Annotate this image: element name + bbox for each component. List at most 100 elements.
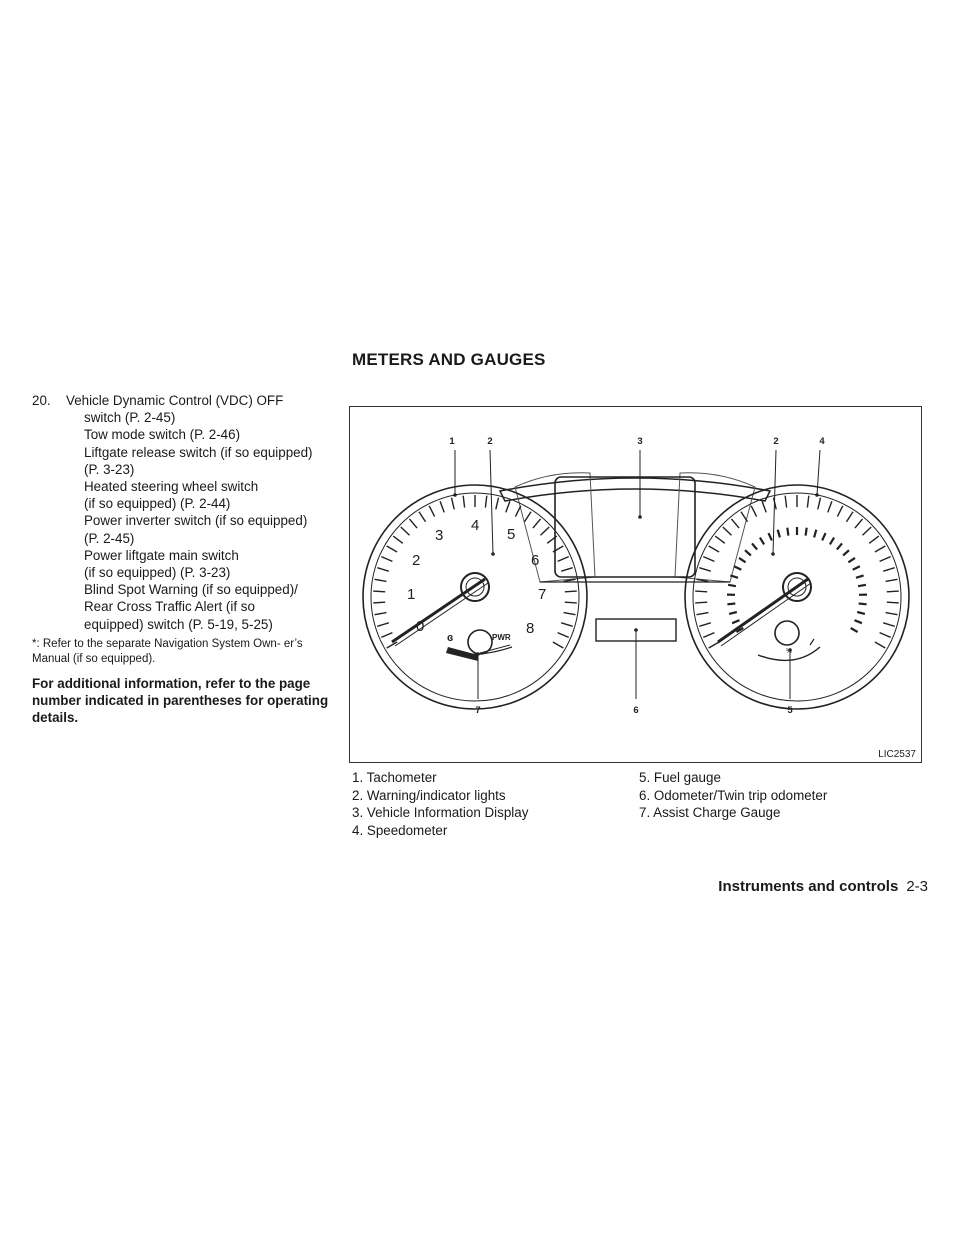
page-footer: Instruments and controls 2-3 [718, 878, 928, 895]
dial-tick [546, 535, 558, 544]
dial-tick [761, 500, 767, 513]
dial-tick [806, 495, 810, 508]
dial-tick [450, 497, 455, 510]
dial-tick [786, 527, 790, 536]
page-number: 2-3 [906, 878, 928, 895]
dial-tick [484, 495, 488, 508]
dial-tick [817, 497, 822, 510]
dial-tick [854, 518, 864, 529]
dial-tick [862, 526, 872, 536]
callout-7: 7 [475, 705, 480, 716]
dial-tick [827, 500, 833, 513]
dial-tick [735, 627, 744, 633]
dial-tick [400, 526, 410, 536]
callout-lines [454, 449, 821, 699]
dial-tick [557, 555, 569, 563]
dial-tick [731, 619, 740, 625]
callout-2b: 2 [773, 436, 778, 447]
item-line: Tow mode switch (P. 2-46) [84, 427, 241, 443]
dial-tick [505, 500, 511, 513]
dial-tick [374, 611, 387, 616]
dial-tick [885, 578, 898, 583]
dial-tick [767, 532, 773, 541]
eco-icon: ɞ [447, 632, 453, 644]
dial-tick [821, 532, 827, 541]
dial-tick [696, 578, 709, 583]
tachometer-needle [391, 577, 486, 644]
dial-tick [386, 545, 398, 553]
dial-tick [563, 611, 576, 616]
dial-tick [523, 511, 532, 523]
callout-dots [453, 493, 819, 656]
tachometer-ticks [373, 495, 577, 649]
vehicle-information-display [554, 476, 696, 578]
dial-tick [879, 631, 891, 639]
tach-number-6: 6 [531, 552, 539, 569]
item-line: Liftgate release switch (if so equipped) [84, 444, 313, 460]
speedometer-needle [717, 577, 809, 644]
dial-tick [813, 529, 818, 538]
dial-tick [828, 537, 836, 545]
dial-tick [418, 511, 427, 523]
dial-tick [733, 565, 742, 571]
fuel-gauge-arc [757, 646, 821, 662]
dial-tick [557, 631, 569, 639]
instrument-cluster-figure: ɞ PWR 0 1 2 3 4 5 6 7 8 ½ [349, 406, 922, 763]
dial-tick [744, 549, 752, 557]
instrument-cluster-illustration: ɞ PWR 0 1 2 3 4 5 6 7 8 ½ [362, 436, 916, 760]
dial-tick [386, 641, 398, 649]
speedometer-ticks [695, 495, 899, 649]
fuel-gauge-hub [774, 620, 800, 646]
dial-tick [462, 495, 466, 508]
dial-tick [882, 622, 895, 627]
callout-3: 3 [637, 436, 642, 447]
dial-tick [751, 542, 758, 551]
item-line: switch (P. 2-45) [84, 410, 176, 426]
dial-tick [856, 610, 866, 615]
item-line: Heated steering wheel switch [84, 479, 259, 495]
speedometer: ½ [684, 484, 910, 710]
dial-tick [842, 549, 850, 557]
item-line: (if so equipped) (P. 3-23) [84, 565, 231, 581]
callout-4: 4 [819, 436, 825, 447]
tach-number-1: 1 [407, 586, 415, 603]
dial-tick [847, 556, 856, 564]
dial-tick [730, 518, 740, 529]
item-line: Rear Cross Traffic Alert (if so [84, 599, 255, 615]
dial-tick [564, 601, 577, 604]
callout-5: 5 [787, 705, 793, 716]
dial-tick [408, 518, 418, 529]
tach-number-5: 5 [507, 526, 515, 543]
legend-column-2: 5. Fuel gauge 6. Odometer/Twin trip odom… [639, 769, 827, 822]
tach-number-4: 4 [471, 517, 479, 534]
tachometer-hub [460, 572, 490, 602]
dial-tick [560, 622, 573, 627]
dial-tick [854, 619, 863, 625]
dial-tick [552, 641, 564, 649]
legend-item: 4. Speedometer [352, 822, 448, 838]
dial-tick [836, 542, 843, 551]
tach-number-0: 0 [416, 618, 424, 635]
dial-tick [750, 505, 758, 517]
dial-tick [850, 627, 859, 633]
dial-tick [708, 641, 720, 649]
dial-tick [776, 529, 781, 538]
legend-item: 2. Warning/indicator lights [352, 787, 506, 803]
item-detail-lines: switch (P. 2-45) Tow mode switch (P. 2-4… [32, 409, 332, 633]
bold-note: For additional information, refer to the… [32, 675, 329, 725]
item-line: Power liftgate main switch [84, 547, 239, 563]
dial-tick [874, 545, 886, 553]
item-number: 20. [32, 393, 51, 408]
legend-item: 1. Tachometer [352, 770, 437, 785]
item-line: Power inverter switch (if so equipped) [84, 513, 308, 529]
dial-tick [886, 590, 899, 593]
section-heading: METERS AND GAUGES [352, 350, 546, 369]
dial-tick [540, 526, 550, 536]
tach-number-8: 8 [526, 620, 534, 637]
dial-tick [885, 611, 898, 616]
dial-tick [532, 518, 542, 529]
pwr-label: PWR [492, 633, 511, 642]
dial-tick [852, 565, 861, 571]
footer-section: Instruments and controls [718, 878, 899, 895]
dial-tick [392, 535, 404, 544]
